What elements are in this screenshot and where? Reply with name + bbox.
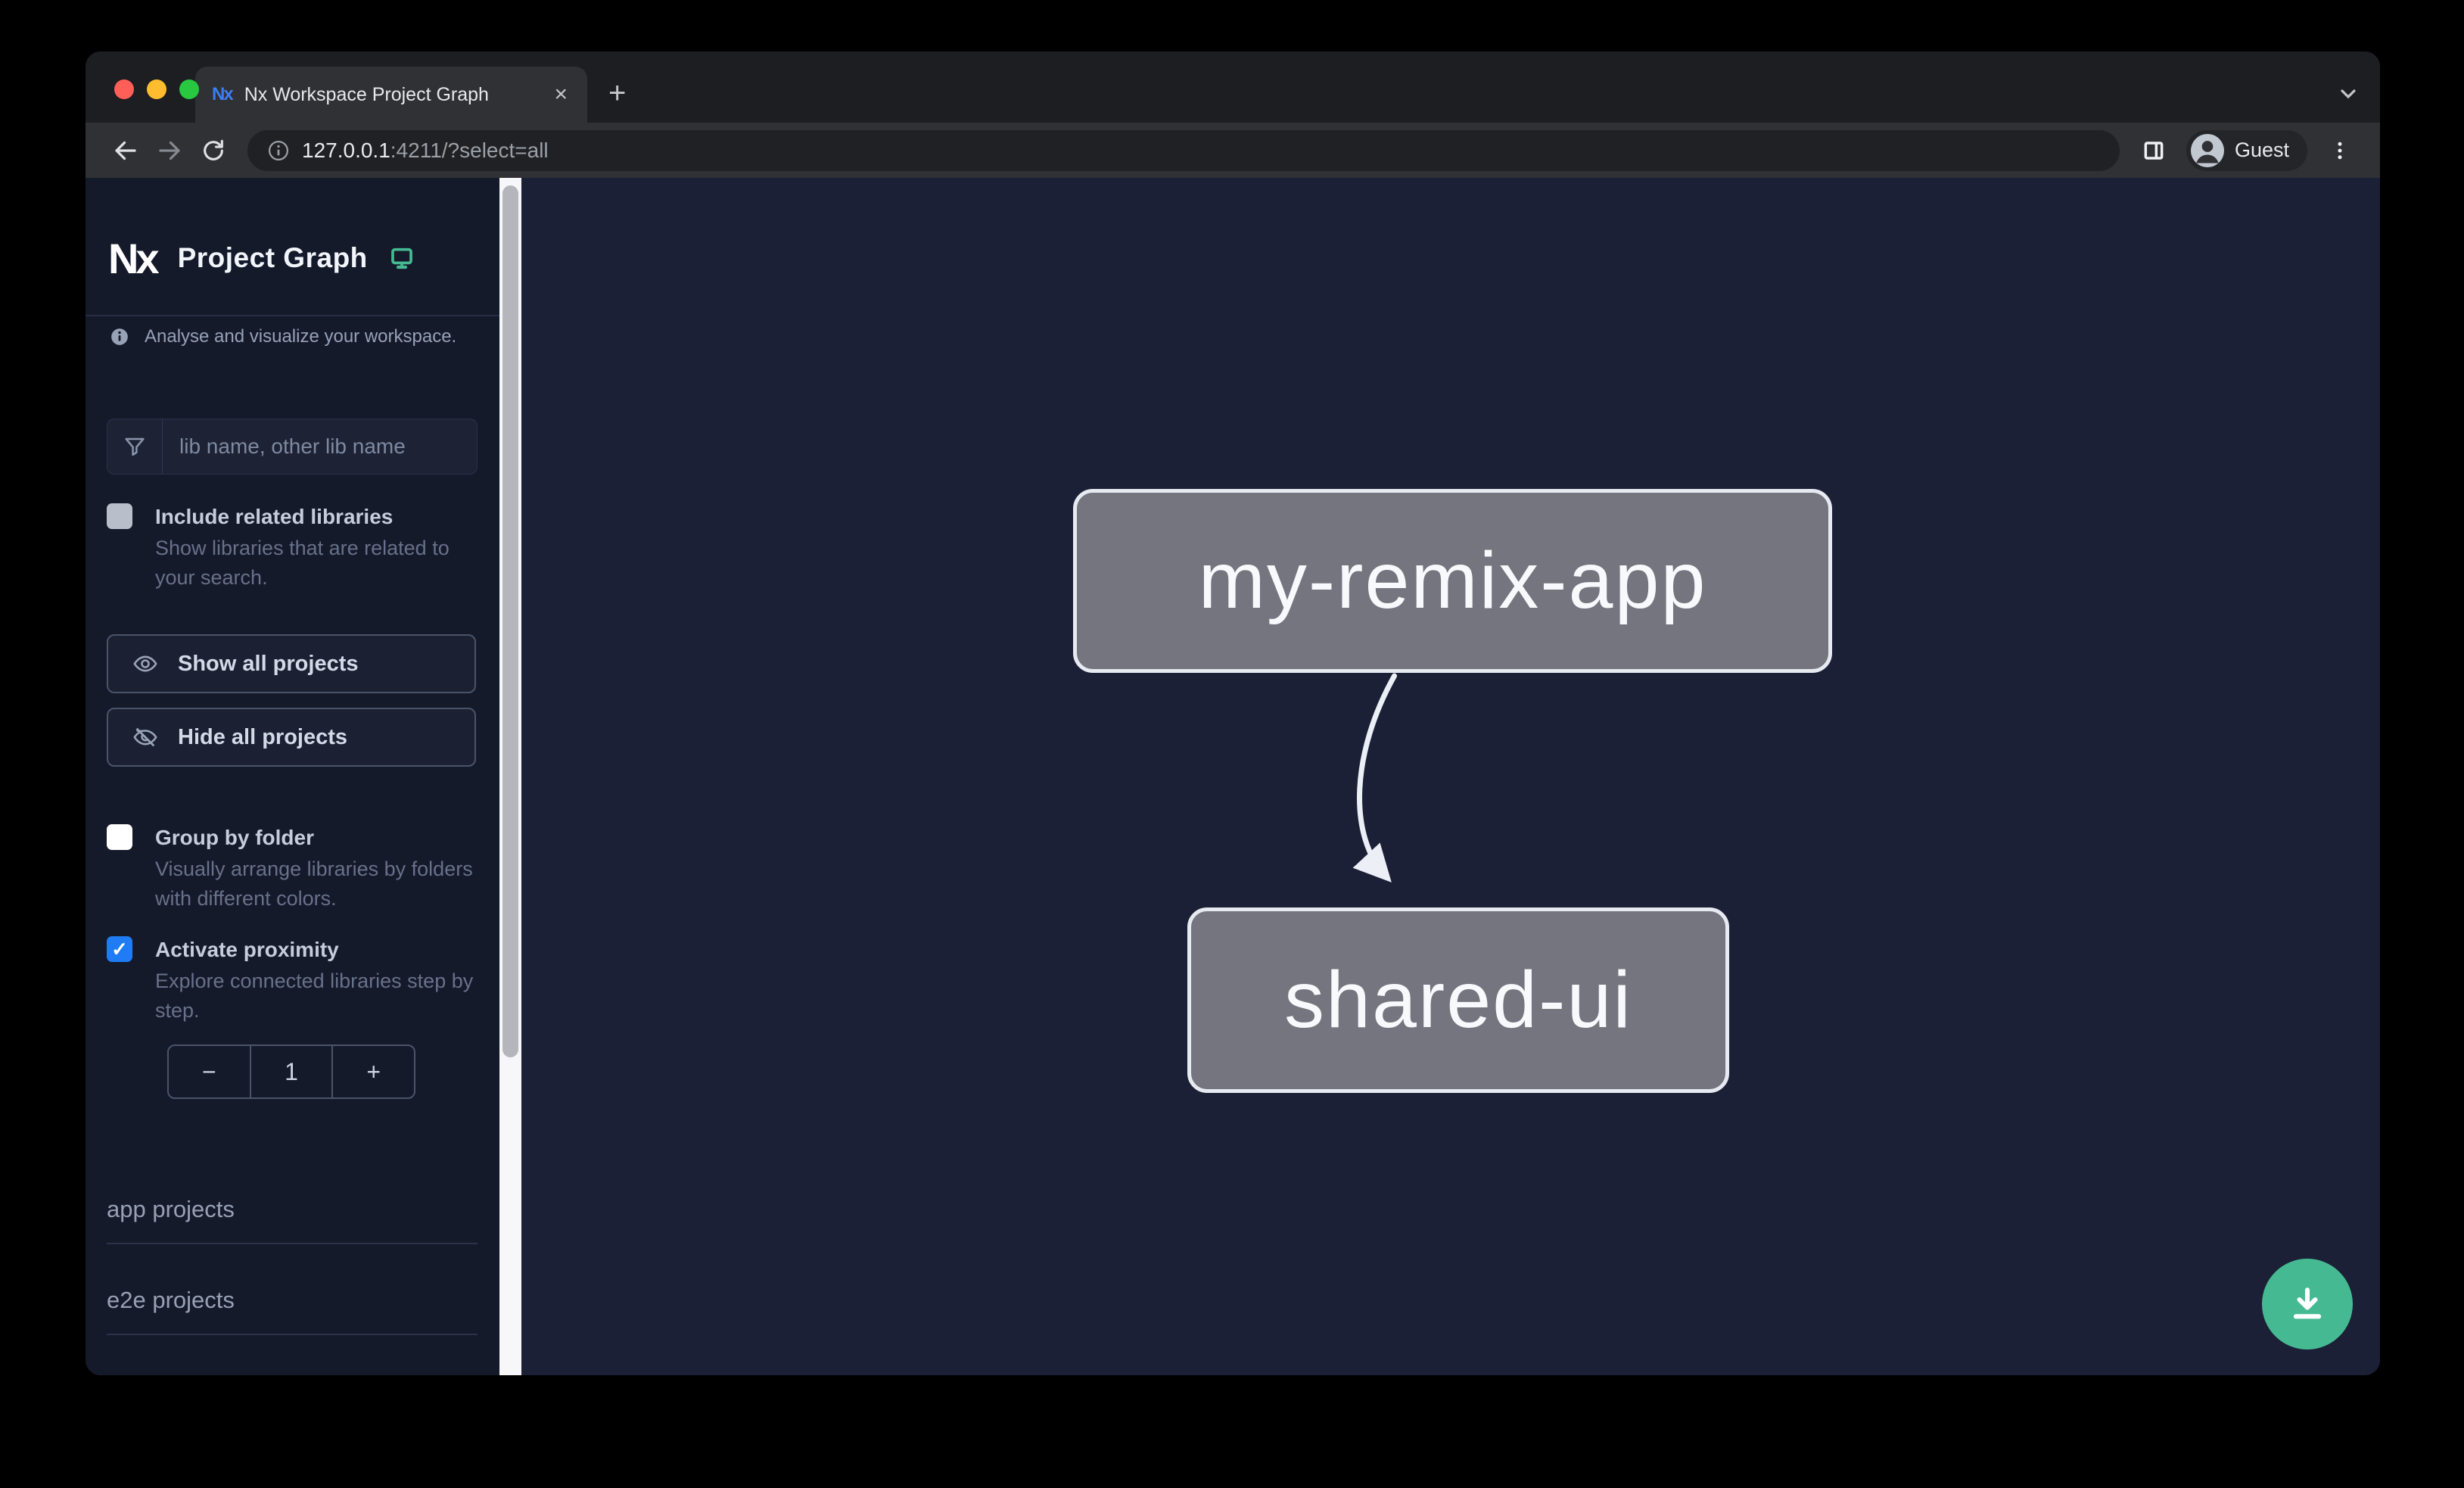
sidebar-scrollbar (499, 178, 521, 1375)
proximity-value: 1 (249, 1046, 332, 1097)
minimize-window-button[interactable] (147, 79, 166, 99)
sidebar: Nx Project Graph Analyse and visualize y… (86, 178, 499, 1375)
chevron-down-icon[interactable] (2336, 82, 2360, 106)
page-info-icon[interactable] (267, 139, 290, 162)
tagline-text: Analyse and visualize your workspace. (145, 326, 457, 347)
node-label: my-remix-app (1198, 536, 1707, 625)
forward-button[interactable] (152, 133, 187, 168)
browser-window: Nx Nx Workspace Project Graph × + 127.0.… (86, 51, 2380, 1375)
tab-nx-workspace[interactable]: Nx Nx Workspace Project Graph × (195, 67, 587, 123)
download-graph-button[interactable] (2262, 1259, 2353, 1349)
include-related-label: Include related libraries (155, 505, 394, 528)
side-panel-icon[interactable] (2136, 133, 2171, 168)
check-icon: ✓ (111, 937, 128, 960)
node-shared-ui[interactable]: shared-ui (1187, 907, 1729, 1093)
rankdir-monitor-icon[interactable] (389, 245, 415, 271)
eye-off-icon (132, 724, 158, 750)
profile-name: Guest (2234, 139, 2289, 161)
search-input[interactable] (163, 419, 477, 474)
scrollbar-thumb[interactable] (502, 185, 518, 1057)
browser-toolbar: 127.0.0.1:4211/?select=all Guest (86, 123, 2380, 178)
activate-proximity-description: Explore connected libraries step by step… (155, 970, 474, 1022)
section-e2e-projects: e2e projects (107, 1287, 478, 1335)
decrease-button[interactable]: − (201, 1057, 216, 1085)
group-by-folder-description: Visually arrange libraries by folders wi… (155, 858, 473, 910)
tab-strip: Nx Nx Workspace Project Graph × + (86, 51, 2380, 123)
menu-dots-icon[interactable] (2322, 133, 2357, 168)
tab-close-icon[interactable]: × (554, 82, 568, 107)
include-related-description: Show libraries that are related to your … (155, 537, 450, 589)
node-my-remix-app[interactable]: my-remix-app (1073, 489, 1832, 673)
activate-proximity-label: Activate proximity (155, 938, 339, 961)
nx-logo: Nx (108, 234, 160, 282)
download-icon (2286, 1283, 2329, 1325)
node-label: shared-ui (1284, 955, 1632, 1044)
dependency-edge (1352, 673, 1398, 883)
eye-icon (132, 651, 158, 677)
proximity-stepper: − 1 + (167, 1044, 415, 1099)
section-app-projects: app projects (107, 1196, 478, 1244)
filter-icon (107, 419, 163, 474)
increase-button[interactable]: + (331, 1046, 414, 1097)
hide-all-projects-button[interactable]: Hide all projects (107, 708, 476, 767)
search-box (107, 419, 478, 475)
include-related-option: Include related libraries Show libraries… (107, 502, 477, 593)
group-by-folder-option: Group by folder Visually arrange librari… (107, 823, 477, 914)
include-related-checkbox[interactable] (107, 503, 132, 529)
page-title: Project Graph (177, 242, 368, 273)
group-by-folder-checkbox[interactable] (107, 824, 132, 850)
activate-proximity-checkbox[interactable]: ✓ (107, 936, 132, 962)
back-button[interactable] (108, 133, 143, 168)
address-bar[interactable]: 127.0.0.1:4211/?select=all (247, 129, 2120, 171)
info-icon (110, 327, 129, 347)
url-text: 127.0.0.1:4211/?select=all (302, 138, 549, 162)
nx-favicon-icon: Nx (212, 84, 234, 104)
zoom-window-button[interactable] (179, 79, 199, 99)
activate-proximity-option: ✓ Activate proximity Explore connected l… (107, 935, 477, 1026)
hide-all-projects-label: Hide all projects (178, 724, 348, 749)
avatar-icon (2190, 133, 2224, 167)
window-controls (114, 79, 199, 99)
close-window-button[interactable] (114, 79, 134, 99)
graph-canvas[interactable]: my-remix-app shared-ui (521, 178, 2380, 1375)
tab-title: Nx Workspace Project Graph (244, 83, 489, 105)
tagline: Analyse and visualize your workspace. (110, 326, 456, 347)
show-all-projects-label: Show all projects (178, 651, 359, 676)
profile-button[interactable]: Guest (2186, 129, 2307, 171)
sidebar-header: Nx Project Graph (108, 222, 415, 294)
header-divider (86, 315, 499, 316)
reload-button[interactable] (196, 133, 231, 168)
group-by-folder-label: Group by folder (155, 826, 314, 849)
new-tab-button[interactable]: + (608, 76, 627, 110)
show-all-projects-button[interactable]: Show all projects (107, 634, 476, 693)
